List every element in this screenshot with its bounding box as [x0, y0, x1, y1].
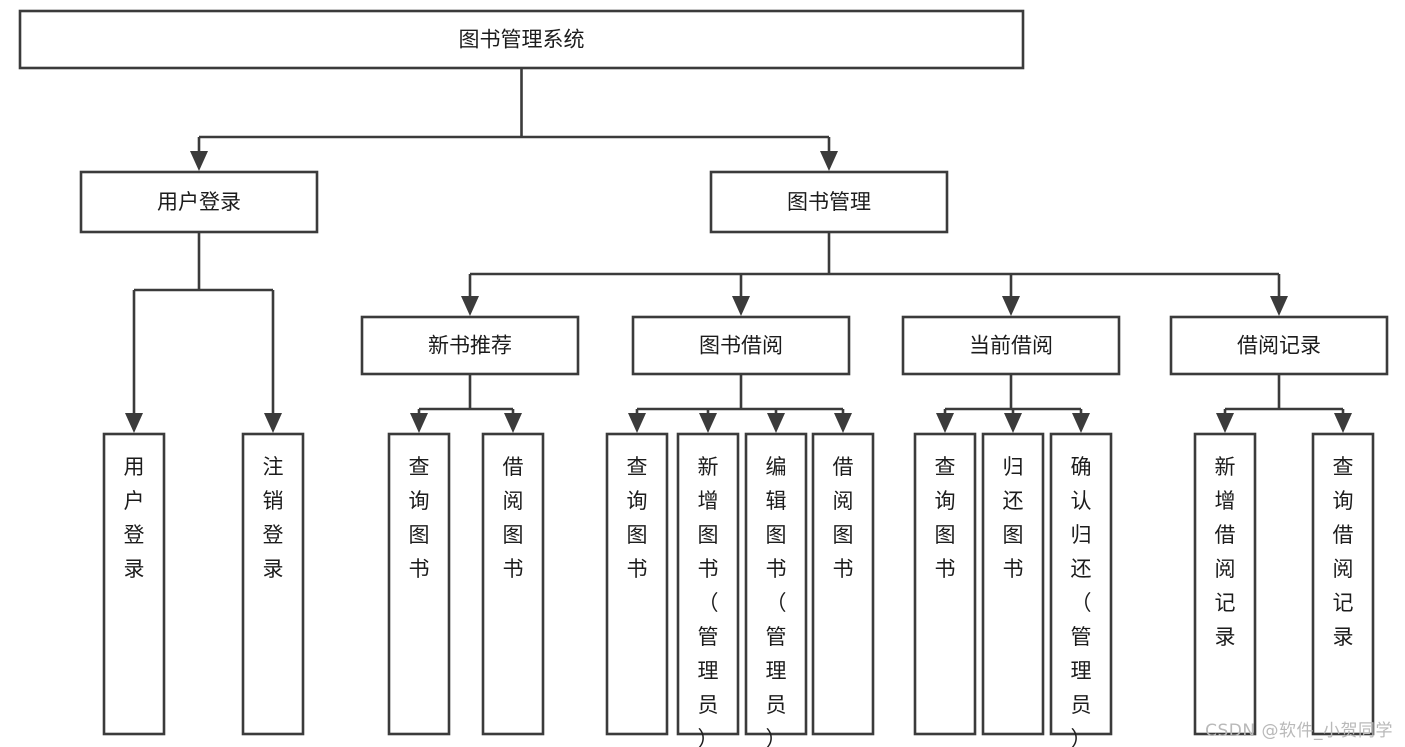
- connector-arrowhead: [125, 413, 143, 433]
- node-box: [913, 432, 977, 736]
- node-label: 图书管理: [787, 190, 871, 214]
- node-box: [79, 170, 319, 234]
- connector-arrowhead: [1002, 296, 1020, 316]
- node-box: [631, 315, 851, 376]
- node-user-login[interactable]: 用户登录: [79, 170, 319, 234]
- connector-arrowhead: [1216, 413, 1234, 433]
- node-leaf-add-record[interactable]: 新增借阅记录: [1193, 432, 1257, 736]
- node-box: [744, 432, 808, 736]
- node-leaf-confirm-return[interactable]: 确认归还（管理员）: [1049, 432, 1113, 747]
- node-box: [676, 432, 740, 736]
- node-box: [1169, 315, 1389, 376]
- node-book-manage[interactable]: 图书管理: [709, 170, 949, 234]
- connector-arrowhead: [190, 151, 208, 171]
- node-label: 查询图书: [409, 455, 430, 581]
- node-borrow-record[interactable]: 借阅记录: [1169, 315, 1389, 376]
- connector-arrowhead: [1072, 413, 1090, 433]
- node-box: [360, 315, 580, 376]
- connector-layer: [125, 68, 1352, 433]
- node-root[interactable]: 图书管理系统: [18, 9, 1025, 70]
- node-box: [605, 432, 669, 736]
- node-label: 图书借阅: [699, 334, 783, 358]
- node-new-book-recommend[interactable]: 新书推荐: [360, 315, 580, 376]
- node-label: 查询借阅记录: [1333, 455, 1354, 649]
- node-label: 用户登录: [157, 190, 241, 214]
- node-label: 用户登录: [124, 455, 145, 581]
- node-box: [811, 432, 875, 736]
- connector-arrowhead: [699, 413, 717, 433]
- node-box: [901, 315, 1121, 376]
- node-label: 确认归还（管理员）: [1071, 455, 1092, 747]
- node-box: [481, 432, 545, 736]
- node-label: 当前借阅: [969, 334, 1053, 358]
- node-leaf-borrow-book-2[interactable]: 借阅图书: [811, 432, 875, 736]
- node-label: 借阅图书: [833, 455, 854, 581]
- connector-arrowhead: [1270, 296, 1288, 316]
- node-layer: 图书管理系统用户登录图书管理新书推荐图书借阅当前借阅借阅记录用户登录注销登录查询…: [18, 9, 1389, 747]
- node-leaf-logout[interactable]: 注销登录: [241, 432, 305, 736]
- connector-arrowhead: [834, 413, 852, 433]
- connector-arrowhead: [410, 413, 428, 433]
- node-label: 编辑图书（管理员）: [766, 455, 787, 747]
- node-box: [1049, 432, 1113, 736]
- node-leaf-query-book-3[interactable]: 查询图书: [913, 432, 977, 736]
- node-label: 注销登录: [263, 455, 284, 581]
- connector-arrowhead: [1004, 413, 1022, 433]
- node-label: 归还图书: [1003, 455, 1024, 581]
- node-label: 新增图书（管理员）: [698, 455, 719, 747]
- node-leaf-query-book-2[interactable]: 查询图书: [605, 432, 669, 736]
- connector-arrowhead: [1334, 413, 1352, 433]
- node-leaf-query-record[interactable]: 查询借阅记录: [1311, 432, 1375, 736]
- node-box: [387, 432, 451, 736]
- node-box: [709, 170, 949, 234]
- node-label: 图书管理系统: [459, 28, 585, 52]
- node-label: 借阅图书: [503, 455, 524, 581]
- node-label: 新书推荐: [428, 334, 512, 358]
- connector-arrowhead: [820, 151, 838, 171]
- node-leaf-return-book[interactable]: 归还图书: [981, 432, 1045, 736]
- connector-arrowhead: [628, 413, 646, 433]
- connector-arrowhead: [504, 413, 522, 433]
- node-box: [18, 9, 1025, 70]
- node-leaf-query-book-1[interactable]: 查询图书: [387, 432, 451, 736]
- connector-arrowhead: [732, 296, 750, 316]
- node-box: [1311, 432, 1375, 736]
- connector-arrowhead: [767, 413, 785, 433]
- connector-arrowhead: [264, 413, 282, 433]
- node-book-borrow[interactable]: 图书借阅: [631, 315, 851, 376]
- node-leaf-borrow-book-1[interactable]: 借阅图书: [481, 432, 545, 736]
- node-box: [1193, 432, 1257, 736]
- connector-arrowhead: [461, 296, 479, 316]
- node-box: [981, 432, 1045, 736]
- node-label: 新增借阅记录: [1215, 455, 1236, 649]
- csdn-watermark: CSDN @软件_小贺同学: [1205, 721, 1393, 741]
- node-label: 借阅记录: [1237, 334, 1321, 358]
- node-leaf-add-book[interactable]: 新增图书（管理员）: [676, 432, 740, 747]
- node-box: [241, 432, 305, 736]
- node-box: [102, 432, 166, 736]
- node-label: 查询图书: [935, 455, 956, 581]
- node-leaf-user-login[interactable]: 用户登录: [102, 432, 166, 736]
- node-leaf-edit-book[interactable]: 编辑图书（管理员）: [744, 432, 808, 747]
- connector-arrowhead: [936, 413, 954, 433]
- node-label: 查询图书: [627, 455, 648, 581]
- node-current-borrow[interactable]: 当前借阅: [901, 315, 1121, 376]
